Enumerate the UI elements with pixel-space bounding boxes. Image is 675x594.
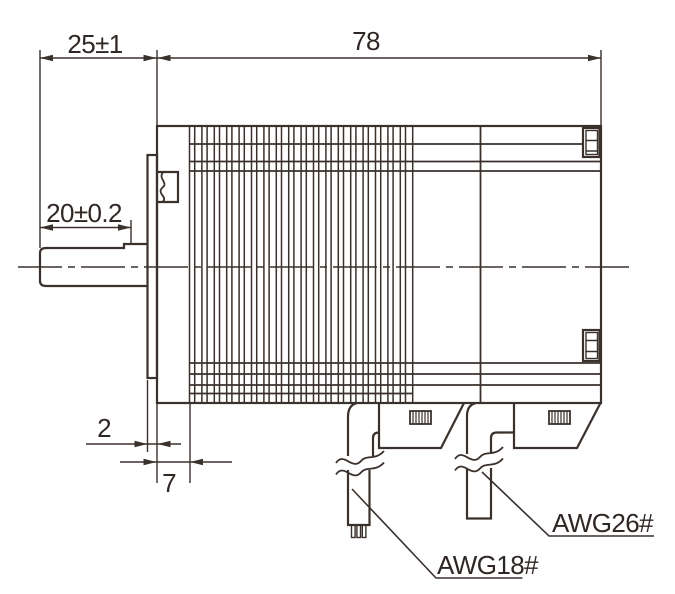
dimension-front-cap-depth: 7 [120,458,232,498]
dimension-body-length: 78 [157,26,601,62]
left-cable-inner-edge [371,431,380,456]
left-pin-hatch [412,411,429,424]
right-pin-block [548,410,571,425]
label-power-cable: AWG18# [351,488,540,580]
right-cable-break-line-2 [454,457,504,473]
dimension-front-length: 25±1 [40,29,601,62]
boss-break-line [159,171,166,203]
leader-awg26 [481,471,654,537]
top-band-lines [189,143,601,172]
motor-body [155,124,603,405]
label-signal-cable: AWG26# [481,471,655,538]
motor-body-outline [155,124,603,405]
front-boss-outline [157,170,180,204]
right-connector-assembly [454,401,602,520]
wire-label-awg26: AWG26# [552,508,654,538]
left-connector-housing [377,402,465,450]
right-cable-outer-edge [465,401,477,454]
dim-label-front-cap-depth: 7 [162,468,176,498]
dim-label-front-length: 25±1 [67,29,122,59]
right-pin-hatch [551,411,568,424]
wire-label-awg18: AWG18# [437,550,539,580]
bottom-screw [581,328,601,363]
dim-label-body-length: 78 [352,26,380,56]
left-cable-break-line-2 [335,461,385,477]
extension-lines [39,50,602,483]
right-cable-break-line-1 [454,446,504,461]
dim-label-flange-thickness: 2 [97,413,111,443]
left-cable-break-line-1 [335,450,385,465]
dimension-shaft-length: 20±0.2 [40,198,131,231]
shaft [38,242,147,288]
dimension-flange-thickness: 2 [86,413,181,448]
left-cable-lower [346,470,371,527]
bottom-band-lines [189,362,601,395]
leader-awg18 [351,488,523,579]
left-pin-block [409,410,432,425]
left-cable-outer-edge [346,401,358,456]
dim-label-shaft-length: 20±0.2 [46,198,122,228]
lamination-ribs [188,126,414,403]
right-cable-inner-edge [489,431,514,454]
top-screw [581,126,601,159]
left-cable-wires [350,524,367,539]
left-connector-assembly [335,401,465,539]
right-connector-housing [512,402,602,450]
shaft-outline [38,242,147,288]
right-cable-lower [465,468,493,520]
